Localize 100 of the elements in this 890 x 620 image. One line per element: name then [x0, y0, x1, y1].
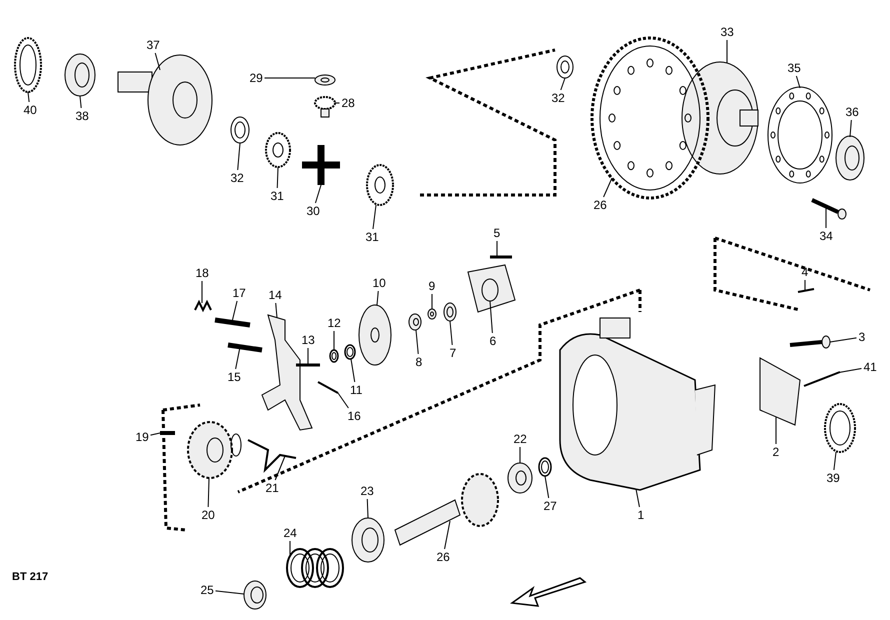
- callout-number: 35: [786, 61, 802, 75]
- pin-drawing: [214, 318, 250, 328]
- leader-line: [830, 337, 857, 342]
- callout-number: 8: [414, 355, 424, 369]
- callout-number: 36: [844, 105, 860, 119]
- callout-number: 32: [550, 91, 566, 105]
- leader-line: [850, 120, 852, 138]
- callout-number: 23: [360, 484, 375, 498]
- leader-line: [237, 142, 240, 170]
- leader-line: [836, 368, 862, 374]
- callout-number: 14: [268, 288, 283, 302]
- leader-line: [726, 40, 728, 64]
- ring-gear-drawing: [14, 37, 42, 93]
- callout-number: 30: [306, 204, 321, 218]
- callout-number: 6: [488, 334, 498, 348]
- callout-number: 26: [592, 198, 608, 212]
- leader-line: [603, 178, 612, 198]
- leader-line: [560, 78, 566, 90]
- snap-ring-drawing: [344, 344, 356, 360]
- snap-ring-drawing: [329, 349, 339, 363]
- gear-drawing: [314, 96, 336, 118]
- leader-line: [314, 184, 322, 204]
- leader-line: [372, 204, 376, 230]
- callout-number: 26: [436, 550, 451, 564]
- callout-number: 11: [349, 383, 364, 397]
- plate-drawing: [768, 86, 832, 184]
- washer-drawing: [428, 308, 436, 320]
- leader-line: [215, 590, 244, 594]
- callout-number: 40: [22, 103, 38, 117]
- callout-number: 20: [200, 508, 216, 522]
- ring-gear-drawing: [590, 36, 710, 200]
- spring-pin-drawing: [318, 381, 338, 394]
- callout-number: 22: [512, 432, 528, 446]
- leader-line: [444, 520, 450, 550]
- callout-number: 34: [818, 229, 834, 243]
- callout-number: 13: [300, 333, 316, 347]
- leader-line: [796, 76, 800, 88]
- snap-ring-drawing: [538, 457, 552, 477]
- leader-line: [496, 240, 498, 256]
- bearing-drawing: [64, 54, 96, 96]
- callout-number: 9: [428, 279, 436, 293]
- callout-number: 29: [248, 71, 264, 85]
- collar-drawing: [408, 314, 422, 330]
- leader-line: [274, 456, 286, 480]
- lever-drawing: [248, 439, 296, 473]
- leader-line: [276, 166, 278, 188]
- callout-number: 17: [232, 286, 247, 300]
- callout-number: 25: [200, 583, 215, 597]
- callout-number: 16: [346, 409, 362, 423]
- gear-drawing: [366, 164, 394, 206]
- leader-line: [490, 300, 493, 334]
- callout-number: 33: [720, 25, 735, 39]
- callout-number: 5: [492, 226, 502, 240]
- leader-line: [154, 52, 160, 70]
- bracket-drawing: [760, 357, 801, 426]
- callout-number: 38: [74, 109, 90, 123]
- drawing-code: BT 217: [12, 571, 48, 583]
- callout-number: 7: [448, 346, 458, 360]
- leader-line: [28, 92, 30, 102]
- callout-number: 24: [282, 526, 298, 540]
- callout-number: 37: [146, 38, 161, 52]
- callout-number: 41: [862, 360, 878, 374]
- leader-line: [338, 392, 349, 408]
- differential-case-drawing: [682, 62, 758, 174]
- ring-drawing: [244, 580, 266, 610]
- flange-drawing: [118, 54, 212, 146]
- callout-number: 31: [364, 230, 380, 244]
- callout-number: 2: [772, 445, 780, 459]
- shim-drawing: [286, 548, 344, 588]
- bolt-drawing: [811, 198, 846, 220]
- leader-line: [80, 96, 82, 108]
- washer-drawing: [314, 74, 336, 86]
- leader-line: [544, 476, 550, 498]
- callout-number: 28: [340, 96, 356, 110]
- pin-drawing: [296, 364, 320, 366]
- leader-line: [275, 302, 278, 318]
- leader-line: [235, 346, 240, 370]
- leader-line: [366, 498, 368, 518]
- leader-line: [376, 290, 379, 306]
- callout-number: 10: [372, 276, 387, 290]
- callout-number: 21: [264, 481, 280, 495]
- leader-line: [232, 300, 238, 322]
- bolt-drawing: [160, 431, 175, 435]
- leader-line: [450, 320, 453, 346]
- washer-drawing: [556, 56, 574, 78]
- ring-drawing: [824, 403, 856, 453]
- axle-housing-drawing: [559, 318, 716, 491]
- bolt-drawing: [790, 336, 830, 348]
- leader-line: [334, 102, 340, 104]
- callout-number: 15: [226, 370, 242, 384]
- callout-number: 39: [826, 471, 841, 485]
- spring-drawing: [194, 300, 212, 312]
- shift-sleeve-drawing: [187, 421, 242, 479]
- callout-number: 31: [270, 189, 285, 203]
- bolt-drawing: [490, 256, 512, 258]
- disc-drawing: [358, 304, 392, 366]
- leader-line: [833, 452, 836, 470]
- bearing-drawing: [508, 462, 532, 494]
- bearing-drawing: [352, 518, 384, 562]
- pin-drawing: [228, 342, 262, 352]
